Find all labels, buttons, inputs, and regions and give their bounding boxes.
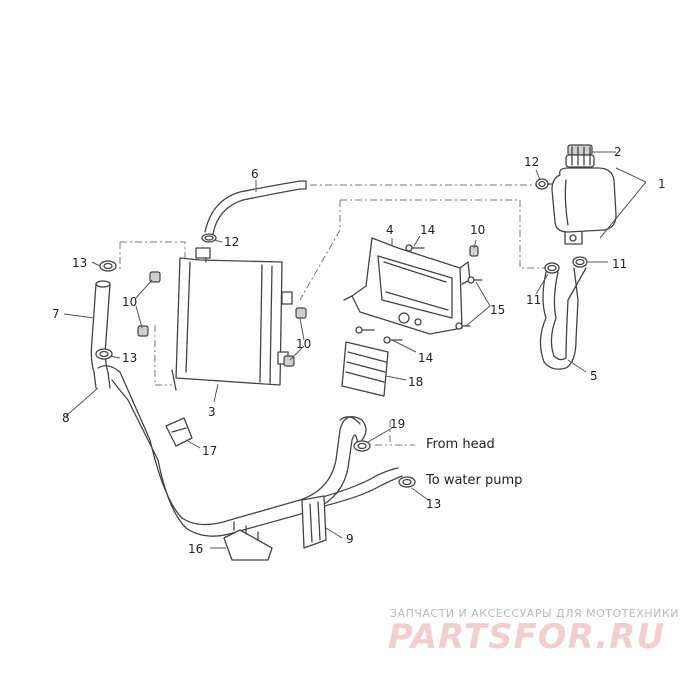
callout-9: 9 (346, 532, 354, 546)
callout-14-bottom: 14 (418, 351, 433, 365)
callout-11-right: 11 (612, 257, 627, 271)
radiator (171, 247, 293, 391)
from-head-label: From head (426, 437, 495, 452)
callout-3: 3 (208, 405, 216, 419)
callout-1: 1 (658, 177, 666, 191)
reservoir-cap (565, 144, 595, 168)
callouts: 1 2 12 6 12 13 7 10 13 8 3 10 4 14 10 15… (52, 145, 666, 556)
leader-lines (63, 151, 647, 549)
watermark-brand: PARTSFOR.RU (388, 617, 665, 657)
callout-4: 4 (386, 223, 394, 237)
screws (355, 244, 483, 344)
callout-12-reservoir: 12 (524, 155, 539, 169)
callout-7: 7 (52, 307, 60, 321)
callout-19: 19 (390, 417, 405, 431)
callout-10-mid: 10 (296, 337, 311, 351)
cover-panel (341, 341, 389, 397)
grommets-10 (137, 245, 479, 367)
upper-hose (90, 280, 111, 389)
callout-2: 2 (614, 145, 622, 159)
assembly-dash-lines (119, 184, 547, 446)
reservoir-hose (539, 267, 587, 370)
callout-10-left: 10 (122, 295, 137, 309)
callout-13-mid: 13 (122, 351, 137, 365)
callout-8: 8 (62, 411, 70, 425)
callout-13-top: 13 (72, 256, 87, 270)
callout-11-left: 11 (526, 293, 541, 307)
callout-6: 6 (251, 167, 259, 181)
hose-clip (165, 417, 193, 447)
callout-13-bottom: 13 (426, 497, 441, 511)
heat-shield (301, 495, 327, 549)
clamps-13 (95, 260, 416, 488)
callout-18: 18 (408, 375, 423, 389)
hose-holder (223, 521, 273, 561)
watermark: ЗАПЧАСТИ И АКСЕССУАРЫ ДЛЯ МОТОТЕХНИКИ PA… (388, 607, 679, 657)
callout-5: 5 (590, 369, 598, 383)
clamp-19 (353, 440, 371, 452)
to-water-pump-label: To water pump (425, 473, 522, 488)
callout-15: 15 (490, 303, 505, 317)
callout-16: 16 (188, 542, 203, 556)
lower-hose (97, 365, 403, 537)
callout-17: 17 (202, 444, 217, 458)
callout-12-hose: 12 (224, 235, 239, 249)
clamp-12-hose (201, 233, 217, 243)
breather-hose (204, 180, 307, 235)
clamp-12-reservoir (535, 178, 549, 190)
watermark-tagline: ЗАПЧАСТИ И АКСЕССУАРЫ ДЛЯ МОТОТЕХНИКИ (390, 607, 679, 620)
callout-10-right: 10 (470, 223, 485, 237)
clamps-11 (544, 256, 588, 274)
callout-14-top: 14 (420, 223, 435, 237)
radiator-bracket (343, 237, 471, 335)
